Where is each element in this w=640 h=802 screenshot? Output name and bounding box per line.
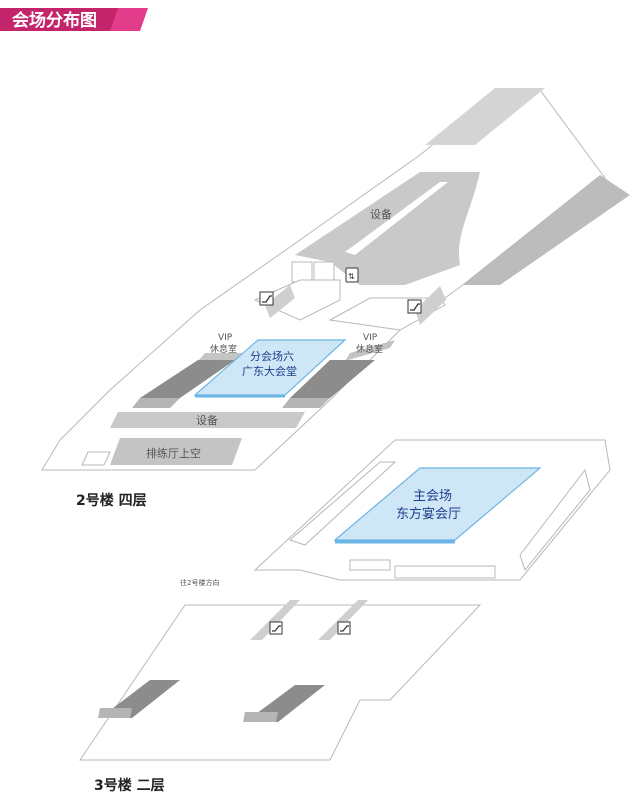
direction-label: 往2号楼方向 xyxy=(180,578,219,587)
lobby-left xyxy=(253,279,341,321)
floor-lower xyxy=(79,600,482,761)
venue-six-sublabel: 广东大会堂 xyxy=(242,364,297,378)
page-title: 会场分布图 xyxy=(12,10,97,31)
header-banner: 会场分布图 xyxy=(0,8,148,31)
strip-right xyxy=(462,175,630,285)
rehearsal-label: 排练厅上空 xyxy=(146,446,201,460)
corridor-right xyxy=(519,468,591,572)
side-hall-right-edge xyxy=(282,398,330,408)
main-venue[interactable] xyxy=(333,467,542,541)
equipment-slot xyxy=(345,182,448,255)
floor-middle: 主会场 东方宴会厅 往2号楼方向 xyxy=(180,439,611,587)
side-hall-right xyxy=(290,360,375,398)
room-dark-left-edge xyxy=(98,708,132,718)
service-box xyxy=(313,261,335,283)
strip-top xyxy=(425,88,545,145)
escalator-ramp xyxy=(265,285,295,318)
equipment-zone-bottom xyxy=(110,412,305,428)
side-hall-left-edge xyxy=(132,398,180,408)
floor-upper: 设备 ⇅ VIP 休息室 VIP 休息室 xyxy=(41,88,630,471)
floor-plate xyxy=(79,604,482,761)
floor-lower-title: 3号楼 二层 xyxy=(94,777,165,794)
escalator-ramp xyxy=(318,600,368,640)
floor-upper-title: 2号楼 四层 xyxy=(76,492,147,509)
room-dark-right-edge xyxy=(243,712,278,722)
escalator-icon xyxy=(259,291,274,306)
vip-left-label: VIP xyxy=(218,333,233,343)
banner-shape xyxy=(0,8,140,31)
escalator-ramp xyxy=(250,600,300,640)
banner-accent xyxy=(110,8,148,31)
main-venue-sublabel: 东方宴会厅 xyxy=(396,506,461,522)
service-box xyxy=(291,261,313,283)
corridor-left xyxy=(289,461,397,546)
rehearsal-hall xyxy=(110,438,242,465)
svg-text:⇅: ⇅ xyxy=(348,272,355,281)
elevator-icon: ⇅ xyxy=(345,267,359,283)
vip-right-label: VIP xyxy=(363,333,378,343)
lobby-box xyxy=(394,565,496,579)
vip-right-sublabel: 休息室 xyxy=(356,343,383,355)
side-hall-left xyxy=(140,360,235,398)
main-venue-label: 主会场 xyxy=(413,489,452,504)
equipment-top-label: 设备 xyxy=(370,207,392,221)
vip-room-right xyxy=(345,340,395,361)
escalator-icon xyxy=(269,621,283,635)
vip-left-sublabel: 休息室 xyxy=(210,343,237,355)
escalator-icon xyxy=(337,621,351,635)
small-room xyxy=(81,451,111,466)
venue-six-label: 分会场六 xyxy=(250,349,294,363)
equipment-bottom-label: 设备 xyxy=(196,413,218,427)
escalator-icon xyxy=(407,299,422,314)
lobby-box xyxy=(349,559,391,571)
escalator-ramp xyxy=(415,286,446,325)
